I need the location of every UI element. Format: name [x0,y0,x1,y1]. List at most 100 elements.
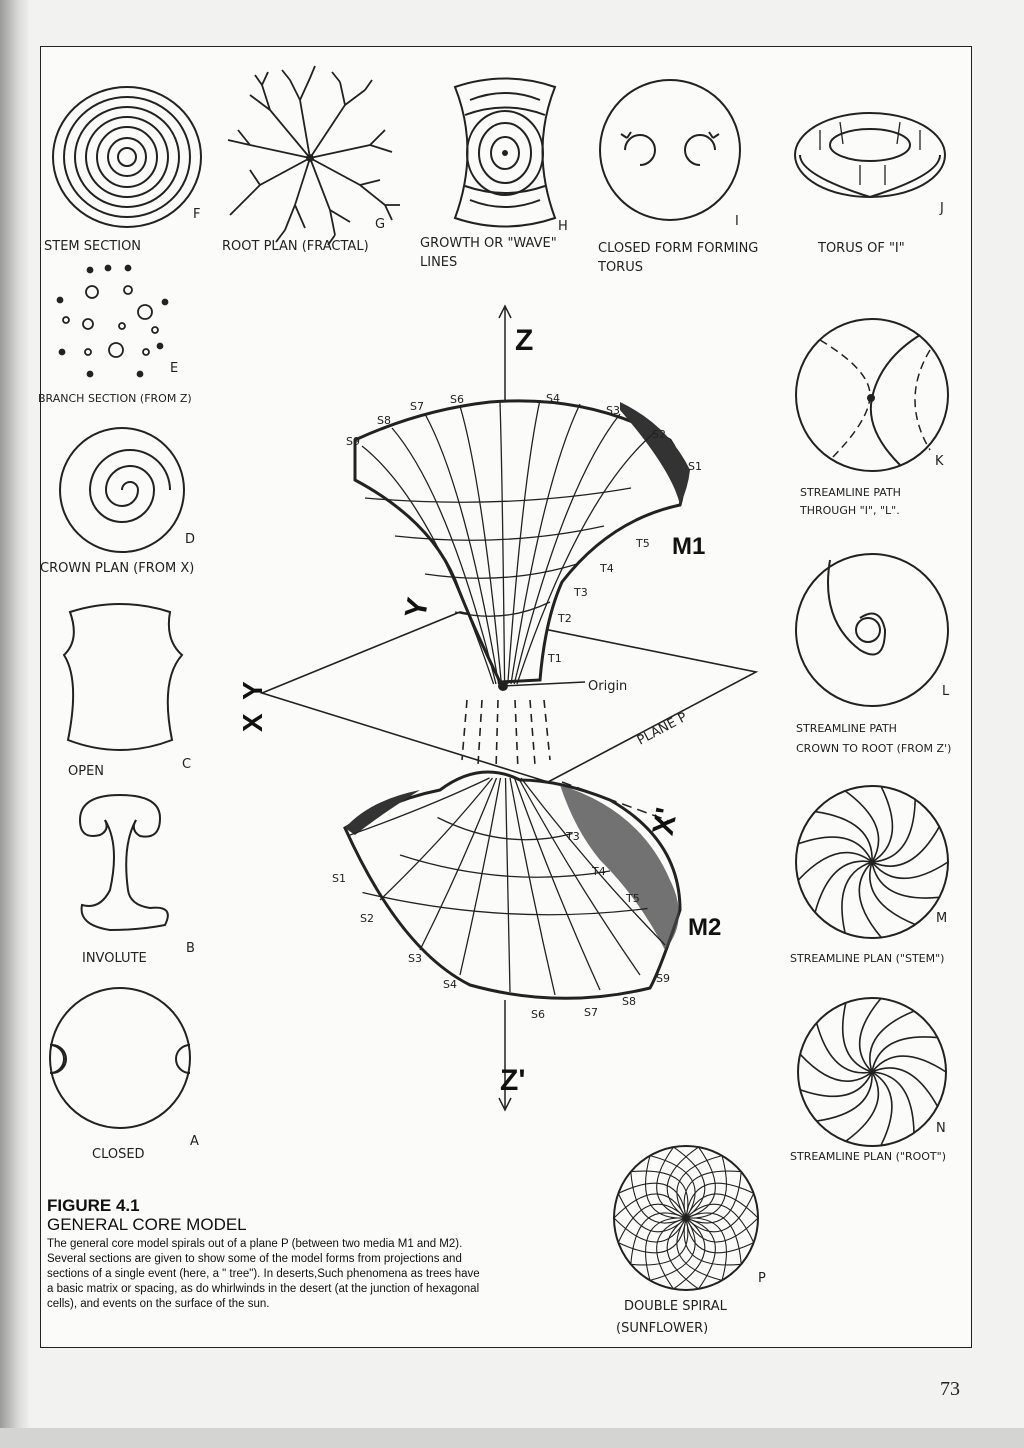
funnel-meridian [424,413,500,685]
sketch-p-letter: P [758,1271,766,1286]
upper-funnel [353,399,685,684]
bottom-tier-label: T3 [565,830,580,843]
funnel-ring [362,891,648,916]
sketch-e-letter: E [170,361,178,376]
funnel-meridian [499,401,506,685]
streamline-curve [871,786,894,863]
funnel-meridian [516,431,656,685]
funnel-meridian [379,777,494,901]
streamline-curve [858,997,882,1073]
sunflower-curve [666,1146,699,1219]
sketch-c-letter: C [182,757,191,772]
streamline-curve [814,860,873,913]
bottom-section-label: S4 [443,978,457,991]
sunflower-curve [656,1146,687,1219]
funnel-meridian [510,403,581,685]
sketch-p-label-2: (SUNFLOWER) [616,1321,708,1336]
sketch-f-stem-section: F STEM SECTION [44,86,202,254]
streamline-curve [871,1071,893,1146]
sketch-h-letter: H [558,219,568,234]
top-tier-label: T2 [557,612,572,625]
medium-2-label: M2 [688,914,721,941]
funnel-ring [394,525,605,541]
sketch-g-letter: G [375,217,385,232]
plane-p-label: PLANE P [635,710,690,749]
top-section-label: S9 [346,435,360,448]
sunflower-curve [685,1146,716,1219]
sketch-a-closed: A CLOSED [49,987,199,1162]
axis-z-prime-label: Z' [500,1064,525,1097]
sketch-k-label-1: STREAMLINE PATH [800,486,901,499]
top-section-label: S3 [606,404,620,417]
streamline-curve [871,1071,915,1133]
bottom-tier-label: T5 [625,892,640,905]
sketch-n-streamline-plan [797,997,947,1147]
sunflower-curve [685,1171,742,1224]
top-tier-label: T1 [547,652,562,665]
funnel-meridian [459,777,502,976]
funnel-meridian [513,777,601,991]
sketch-h-label-2: LINES [420,255,457,270]
streamline-curve [815,1022,873,1074]
sketch-i-label-1: CLOSED FORM FORMING [598,241,758,256]
funnel-ring [364,487,632,503]
sketch-j-torus: J TORUS OF "I" [794,112,946,256]
sketch-f-letter: F [193,207,200,222]
sketch-l-streamline: L STREAMLINE PATH CROWN TO ROOT (FROM Z'… [795,553,951,755]
sketch-l-letter: L [942,684,950,699]
sunflower-curve [618,1182,687,1219]
sketch-i-closed-form: I CLOSED FORM FORMING TORUS [597,79,758,275]
sunflower-curve [685,1193,755,1233]
bottom-section-label: S6 [531,1008,545,1021]
funnel-meridian [361,445,495,685]
funnel-meridian [504,777,511,993]
funnel-meridian [517,777,641,976]
sketch-d-crown-plan: D CROWN PLAN (FROM X) [40,427,195,576]
top-section-label: S4 [546,392,560,405]
sketch-p-double-spiral [613,1145,759,1291]
sunflower-curve [649,1217,696,1281]
sketch-b-letter: B [186,941,195,956]
sketch-b-label: INVOLUTE [82,951,147,966]
sketch-i-label-2: TORUS [597,260,643,275]
bottom-section-label: S9 [656,972,670,985]
sketch-l-label-1: STREAMLINE PATH [796,722,897,735]
sunflower-curve [683,1170,742,1219]
funnel-meridian [513,413,621,685]
top-section-label: S1 [688,460,702,473]
streamline-curve [871,861,940,899]
sketch-e-label: BRANCH SECTION (FROM Z) [38,392,192,405]
streamline-curve [841,861,873,934]
page-number: 73 [940,1378,960,1400]
sketch-d-letter: D [185,532,195,547]
top-tier-label: T3 [573,586,588,599]
sketch-h-label-1: GROWTH OR "WAVE" [420,236,557,251]
bottom-section-label: S2 [360,912,374,925]
funnel-ring [399,854,611,878]
sketch-l-label-2: CROWN TO ROOT (FROM Z') [796,742,951,755]
streamline-curve [869,861,916,926]
sketch-g-root-plan: G ROOT PLAN (FRACTAL) [222,65,400,254]
page-bottom-edge [0,1428,1024,1448]
sunflower-curve [630,1171,687,1224]
axis-x-label: X [237,713,268,732]
sketch-m-letter: M [936,911,947,926]
funnel-ring [454,601,551,617]
streamline-curve [797,836,873,863]
axis-y-label: Y [399,595,435,620]
sketch-k-label-2: THROUGH "I", "L". [799,504,900,517]
figure-number: FIGURE 4.1 [47,1196,140,1215]
sketch-m-streamline-plan [795,785,949,939]
funnel-meridian [507,399,541,685]
sketch-a-letter: A [190,1134,199,1149]
top-section-label: S2 [652,428,666,441]
sketch-d-label: CROWN PLAN (FROM X) [40,561,194,576]
top-section-label: S6 [450,393,464,406]
funnel-meridian [419,777,498,951]
sketch-j-label: TORUS OF "I" [817,241,905,256]
medium-1-label: M1 [672,533,705,560]
sketch-n-label: STREAMLINE PLAN ("ROOT") [790,1150,946,1163]
bottom-section-label: S1 [332,872,346,885]
sunflower-curve [673,1146,706,1219]
streamline-curve [842,1002,873,1073]
